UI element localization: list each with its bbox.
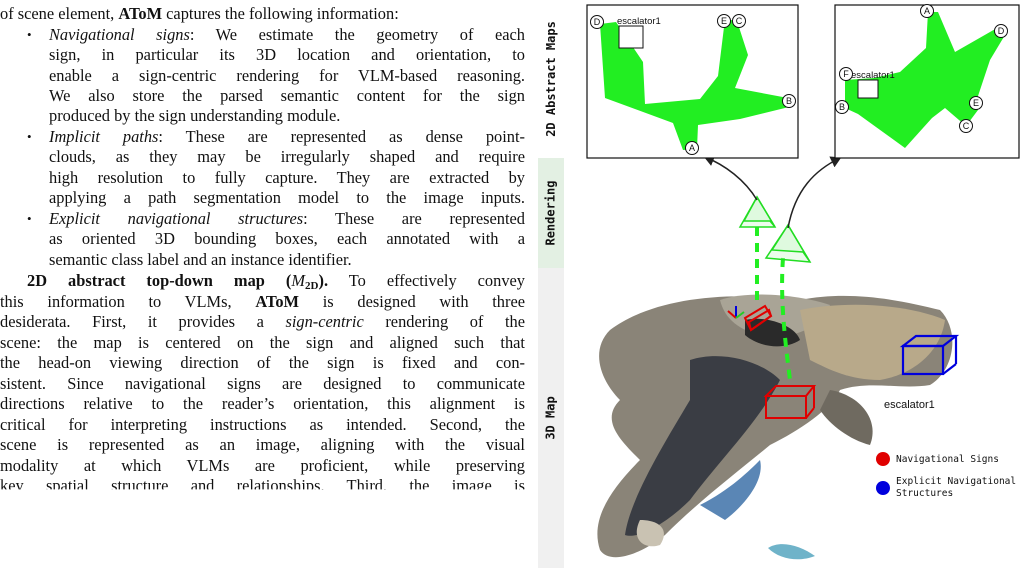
bullet-explicit-structures: •Explicit navigational structures: These… xyxy=(27,209,525,228)
bullet-navigational-signs: •Navigational signs: We estimate the geo… xyxy=(27,25,525,44)
body-text-column: of scene element, AToM captures the foll… xyxy=(0,4,526,495)
legend-label-structures-2: Structures xyxy=(896,488,953,499)
legend: Navigational Signs Explicit Navigational… xyxy=(876,452,1016,499)
text-line: sistent. Since navigational signs are de… xyxy=(0,374,525,393)
path-region xyxy=(600,19,789,150)
map-point-label: A xyxy=(924,6,930,16)
legend-label-structures: Explicit Navigational xyxy=(896,476,1016,487)
camera-frustum-1 xyxy=(738,195,777,228)
text-line: scene is represented as an image, aligni… xyxy=(0,435,525,454)
bullet-implicit-paths: •Implicit paths: These are represented a… xyxy=(27,127,525,146)
text-line: as oriented 3D bounding boxes, each anno… xyxy=(49,229,525,248)
map-point-label: E xyxy=(973,98,979,108)
text-line: the head-on viewing direction of the sig… xyxy=(0,353,525,372)
explicit-structure-box xyxy=(899,334,960,376)
map-point-label: C xyxy=(736,16,743,26)
map-point-label: E xyxy=(721,16,727,26)
arrow-to-left-map xyxy=(703,154,758,201)
legend-swatch-structures xyxy=(876,481,890,495)
navigational-sign-box-1 xyxy=(743,304,773,332)
map-point-label: C xyxy=(963,121,970,131)
camera-frustum-2 xyxy=(764,223,812,263)
navigational-sign-box-2 xyxy=(763,385,817,419)
text-line: scene: the map is centered on the sign a… xyxy=(0,333,525,352)
text-line: produced by the sign understanding modul… xyxy=(49,106,341,125)
map-point-label: D xyxy=(594,17,601,27)
text-line: semantic class label and an instance ide… xyxy=(49,250,352,269)
point-cloud-3d-map xyxy=(597,294,953,560)
map-point-label: A xyxy=(689,143,695,153)
text-line: modality at which VLMs are proficient, w… xyxy=(0,456,525,475)
text-line: key spatial structure and relationships.… xyxy=(0,476,525,495)
tab-3d-map: 3D Map xyxy=(538,268,564,568)
map-structure-label: escalator1 xyxy=(851,70,895,81)
map-point-label: D xyxy=(998,26,1005,36)
map-point-label: F xyxy=(843,69,849,79)
map-point-label: B xyxy=(786,96,792,106)
tab-rendering: Rendering xyxy=(538,158,564,268)
text-line: enable a sign-centric rendering for VLM-… xyxy=(49,66,525,85)
axes-icon xyxy=(727,306,745,319)
text-line: this information to VLMs, AToM is design… xyxy=(0,292,526,311)
text-line: of scene element, AToM captures the foll… xyxy=(0,4,399,23)
abstract-map-right: escalator1 A D F B E C xyxy=(834,4,1020,159)
legend-swatch-signs xyxy=(876,452,890,466)
text-line: high resolution to fully capture. They a… xyxy=(49,168,525,187)
legend-label-signs: Navigational Signs xyxy=(896,454,999,465)
text-line: sign, in particular its 3D location and … xyxy=(49,45,525,64)
abstract-map-left: escalator1 D E C B A xyxy=(586,4,799,159)
map-point-label: B xyxy=(839,102,845,112)
text-line: We also store the parsed semantic conten… xyxy=(49,86,525,105)
text-line: desiderata. First, it provides a sign-ce… xyxy=(0,312,525,331)
text-line: clouds, as they may be irregularly shape… xyxy=(49,147,525,166)
scene-structure-label: escalator1 xyxy=(884,399,935,411)
path-region xyxy=(845,12,1005,148)
figure-sidebar: 2D Abstract Maps Rendering 3D Map xyxy=(538,0,564,576)
map-structure-label: escalator1 xyxy=(617,16,661,27)
text-line: directions relative to the reader’s orie… xyxy=(0,394,525,413)
text-line: applying a path segmentation model to th… xyxy=(49,188,525,207)
section-heading-2d-map: 2D abstract top-down map (M2D). To effec… xyxy=(27,271,525,292)
text-line: critical for interpreting instructions a… xyxy=(0,415,525,434)
arrow-to-right-map xyxy=(787,156,842,229)
